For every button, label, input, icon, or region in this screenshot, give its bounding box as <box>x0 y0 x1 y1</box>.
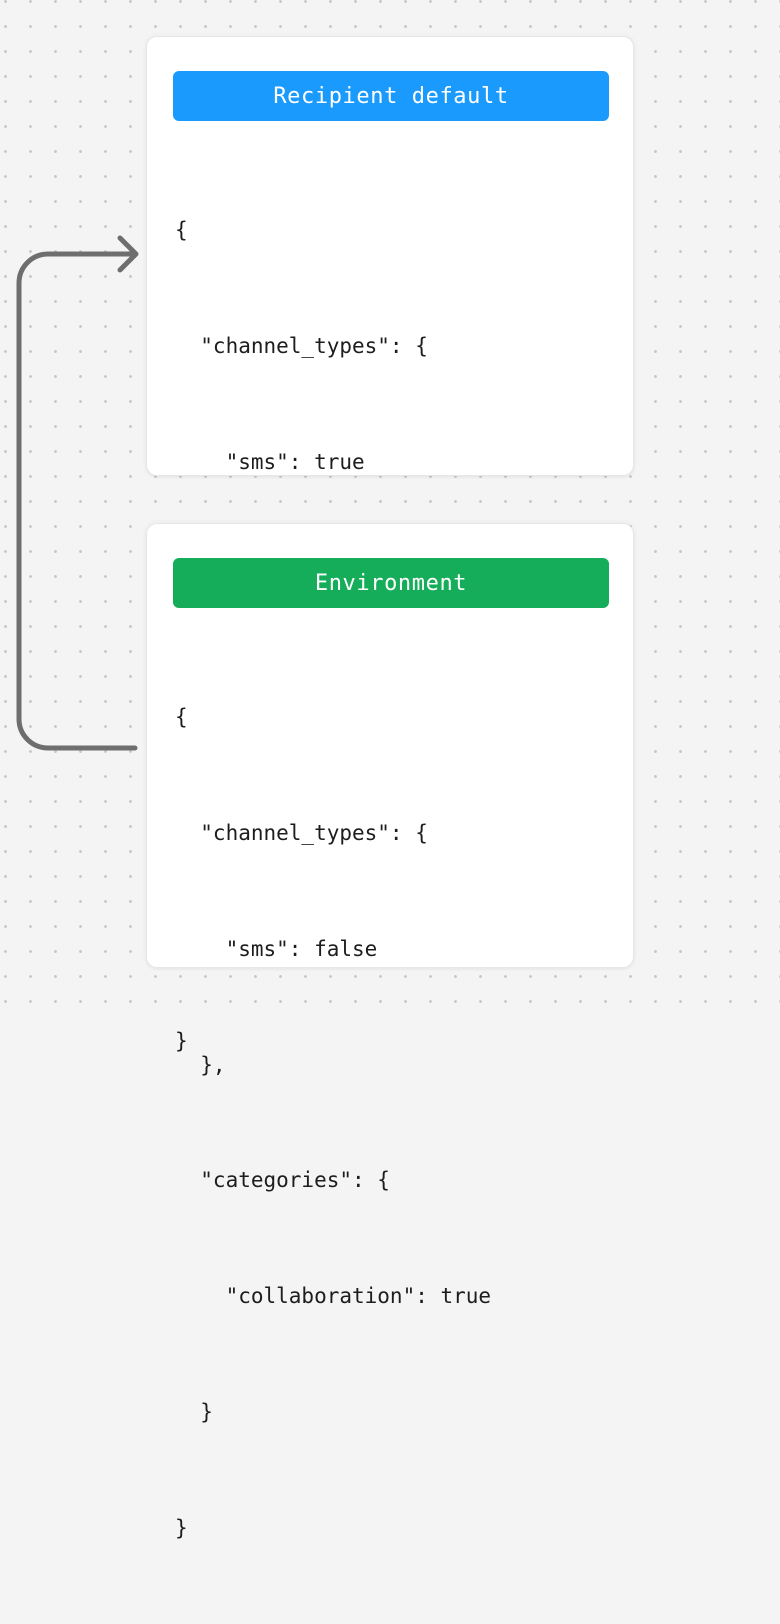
arrow-head-icon <box>117 235 139 273</box>
code-line: "channel_types": { <box>175 820 428 845</box>
code-line: "collaboration": true <box>175 1284 492 1309</box>
diagram-canvas: Recipient default { "channel_types": { "… <box>0 0 780 1540</box>
card-header-label: Environment <box>314 570 468 596</box>
code-line: { <box>175 218 188 243</box>
code-line: { <box>175 705 188 730</box>
card-environment[interactable]: Environment { "channel_types": { "sms": … <box>146 523 634 1540</box>
card-recipient-default[interactable]: Recipient default { "channel_types": { "… <box>146 36 634 1053</box>
json-code-block-environment: { "channel_types": { "sms": false }, "ca… <box>175 621 491 1624</box>
code-line: }, <box>175 1052 226 1077</box>
code-line: } <box>175 1515 188 1540</box>
card-header-recipient-default: Recipient default <box>173 71 609 121</box>
code-line: } <box>175 1399 213 1424</box>
code-line: "sms": true <box>175 449 365 474</box>
code-line: "channel_types": { <box>175 333 428 358</box>
card-header-environment: Environment <box>173 558 609 608</box>
card-header-label: Recipient default <box>273 83 509 109</box>
code-line: "sms": false <box>175 936 378 961</box>
arrow-path <box>16 251 138 751</box>
code-line: "categories": { <box>175 1168 390 1193</box>
